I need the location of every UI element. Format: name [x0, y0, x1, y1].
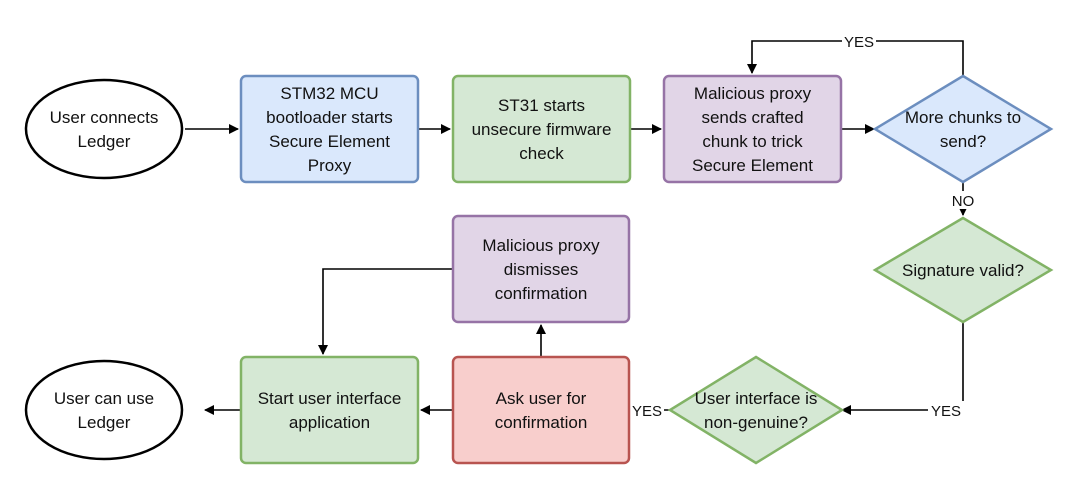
node-label-line: confirmation — [495, 413, 588, 432]
node-label-line: Ledger — [78, 413, 131, 432]
decision-signature-valid-label: Signature valid? — [902, 261, 1024, 280]
node-label-line: Secure Element — [269, 132, 390, 151]
node-label-line: unsecure firmware — [472, 120, 612, 139]
node-label-line: Malicious proxy — [482, 236, 600, 255]
node-label-line: dismisses — [504, 260, 579, 279]
node-proxy-dismisses-confirmation: Malicious proxy dismisses confirmation — [451, 214, 631, 324]
decision-non-genuine-ui: User interface is non-genuine? — [667, 355, 845, 465]
node-ask-user-confirmation: Ask user for confirmation — [451, 355, 631, 465]
node-label-line: More chunks to — [905, 108, 1021, 127]
edge-label-loop-yes: YES — [844, 34, 874, 51]
node-label-line: Malicious proxy — [694, 84, 812, 103]
node-label-line: User interface is — [695, 389, 818, 408]
edge-label-chunks-no: NO — [952, 193, 975, 210]
node-proxy-sends-chunk-label: Malicious proxy sends crafted chunk to tri… — [692, 84, 813, 175]
node-proxy-sends-chunk: Malicious proxy sends crafted chunk to tri… — [662, 74, 843, 184]
node-label-line: chunk to trick — [702, 132, 803, 151]
node-ask-user-confirmation-label: Ask user for confirmation — [495, 389, 588, 432]
decision-more-chunks-label: More chunks to send? — [905, 108, 1021, 151]
edge-signature-yes-to-non-genuine — [841, 322, 964, 415]
node-label-line: send? — [940, 132, 986, 151]
node-st31-firmware-check-label: ST31 starts unsecure firmware check — [472, 96, 612, 163]
node-label-line: Proxy — [308, 156, 352, 175]
edge-label-signature-yes: YES — [931, 403, 961, 420]
node-label-line: application — [289, 413, 370, 432]
node-label-line: ST31 starts — [498, 96, 585, 115]
node-label-line: non-genuine? — [704, 413, 808, 432]
edge-labels: YES NO YES YES — [630, 32, 978, 420]
node-label-line: sends crafted — [701, 108, 803, 127]
decision-more-chunks: More chunks to send? — [872, 74, 1054, 184]
node-start-user-interface: Start user interface application — [239, 355, 420, 465]
node-label-line: check — [519, 144, 564, 163]
node-label-line: Ledger — [78, 132, 131, 151]
decision-signature-valid: Signature valid? — [872, 216, 1054, 324]
node-label-line: STM32 MCU — [280, 84, 378, 103]
node-label-line: confirmation — [495, 284, 588, 303]
edge-label-non-genuine-yes: YES — [632, 403, 662, 420]
node-label-line: Secure Element — [692, 156, 813, 175]
node-label-line: User connects — [50, 108, 159, 127]
node-label-line: Signature valid? — [902, 261, 1024, 280]
node-label-line: User can use — [54, 389, 154, 408]
node-label-line: bootloader starts — [266, 108, 393, 127]
node-start-user-interface-label: Start user interface application — [258, 389, 402, 432]
node-st31-firmware-check: ST31 starts unsecure firmware check — [451, 74, 632, 184]
node-label-line: Ask user for — [496, 389, 587, 408]
decision-non-genuine-ui-label: User interface is non-genuine? — [695, 389, 818, 432]
node-label-line: Start user interface — [258, 389, 402, 408]
edge-proxy-dismiss-to-start-ui — [318, 268, 452, 355]
node-proxy-dismisses-confirmation-label: Malicious proxy dismisses confirmation — [482, 236, 600, 303]
